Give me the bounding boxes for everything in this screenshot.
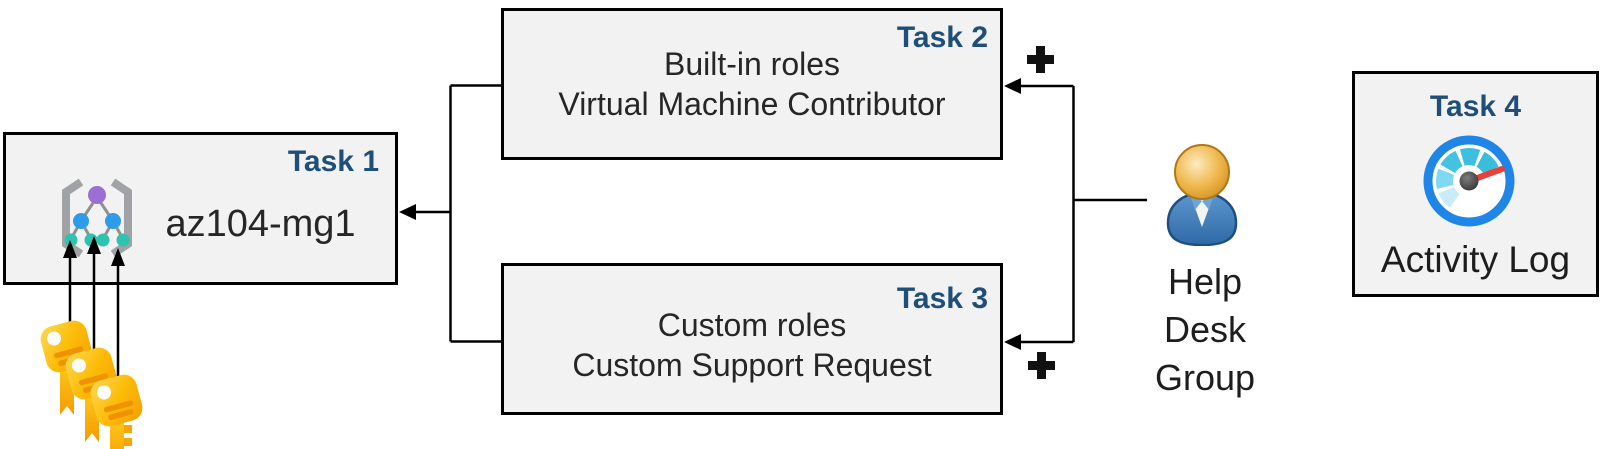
task1-title: az104-mg1 <box>165 203 356 245</box>
plus-icon <box>1028 352 1055 379</box>
task4-caption: Activity Log <box>1380 239 1571 280</box>
task4-label: Task 4 <box>1429 90 1522 123</box>
task1-label: Task 1 <box>287 145 379 178</box>
task2-box: Task 2 Built-in roles Virtual Machine Co… <box>501 8 1003 160</box>
keys-icon <box>37 317 143 449</box>
task2-line2: Virtual Machine Contributor <box>558 86 946 122</box>
branch-connector <box>399 84 501 343</box>
help-desk-group-line2: Group <box>1154 357 1256 398</box>
task3-label: Task 3 <box>896 282 988 315</box>
task1-box: Task 1 az104-mg1 <box>3 132 398 285</box>
task4-box: Task 4 Activity Log <box>1352 71 1599 297</box>
user-icon <box>1166 144 1238 246</box>
gauge-icon <box>1423 135 1515 227</box>
task3-line2: Custom Support Request <box>572 347 932 383</box>
task2-line1: Built-in roles <box>663 46 841 82</box>
help-desk-group-line1: Help Desk <box>1163 261 1247 350</box>
management-group-icon <box>62 178 132 258</box>
arrowhead-to-task2 <box>1004 78 1021 94</box>
arrowhead-to-task3 <box>1004 334 1021 350</box>
task3-line1: Custom roles <box>657 307 847 343</box>
task2-label: Task 2 <box>896 21 988 54</box>
arrowhead-to-task1 <box>399 204 416 220</box>
task3-box: Task 3 Custom roles Custom Support Reque… <box>501 263 1003 415</box>
plus-icon <box>1027 46 1054 73</box>
